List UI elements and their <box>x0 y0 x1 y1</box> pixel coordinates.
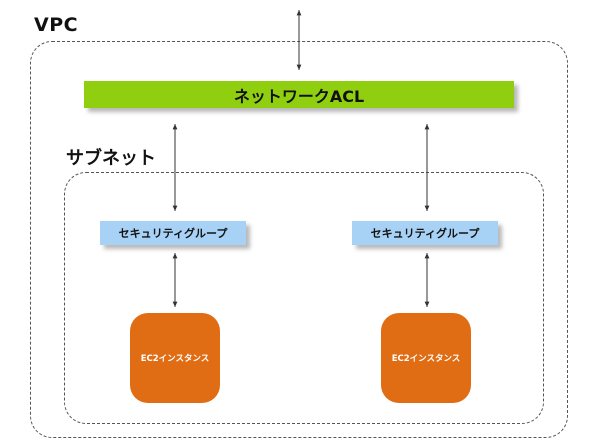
ec2-instance-right: EC2インスタンス <box>381 313 471 403</box>
ec2-instance-label: EC2インスタンス <box>391 354 461 364</box>
security-group-left: セキュリティグループ <box>100 221 246 245</box>
ec2-instance-left: EC2インスタンス <box>130 313 220 403</box>
network-acl: ネットワークACL <box>84 81 514 108</box>
security-group-right: セキュリティグループ <box>352 221 498 245</box>
subnet-label: サブネット <box>66 148 156 169</box>
ec2-instance-label: EC2インスタンス <box>140 354 210 364</box>
vpc-label: VPC <box>34 14 79 36</box>
security-group-label: セキュリティグループ <box>370 227 480 240</box>
security-group-label: セキュリティグループ <box>118 227 228 240</box>
subnet-boundary <box>64 172 544 424</box>
network-acl-label: ネットワークACL <box>233 86 365 106</box>
